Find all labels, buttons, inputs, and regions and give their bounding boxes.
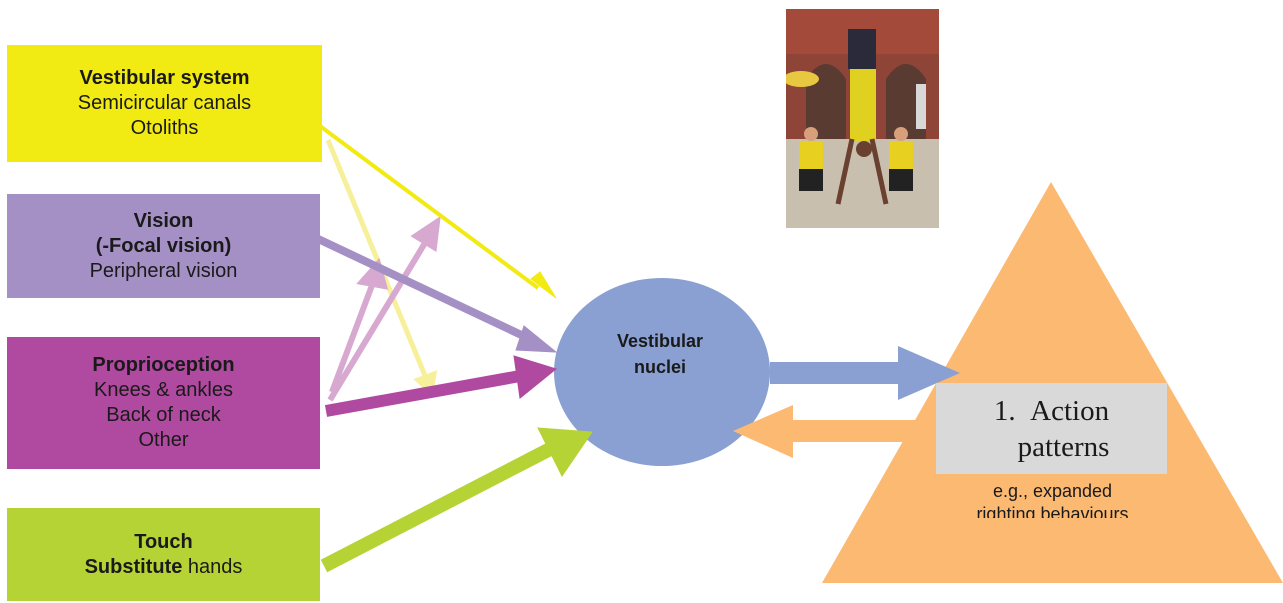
example-line2: righting behaviours [976, 504, 1129, 518]
cross-arrow-vestibular-to-proprioception [325, 139, 438, 397]
arrow-vestibular [318, 124, 557, 299]
arrow-proprioception [324, 355, 558, 417]
vision-title2: (-Focal vision) [95, 234, 232, 257]
proprioception-box: Proprioception Knees & ankles Back of ne… [7, 337, 320, 469]
example-line1: e.g., expanded [992, 481, 1113, 501]
touch-line1: Substitute hands [85, 555, 243, 580]
touch-line1-bold: Substitute [84, 555, 183, 578]
proprioception-line3: Other [138, 429, 189, 451]
vestibular-line2: Otoliths [130, 117, 199, 139]
handstand-photo [786, 9, 939, 228]
vestibular-nuclei-label: Vestibular nuclei [590, 328, 730, 380]
vision-line1: Peripheral vision [89, 259, 238, 282]
vestibular-nuclei-ellipse [554, 278, 770, 466]
action-word: Action [1030, 395, 1110, 427]
cross-arrow-proprioception-to-vision [327, 215, 441, 402]
vision-title: Vision [133, 209, 194, 232]
vestibular-title: Vestibular system [79, 67, 250, 89]
arrow-vision [312, 233, 558, 353]
action-triangle [822, 182, 1283, 583]
vestibular-line1: Semicircular canals [77, 92, 252, 114]
touch-line1-rest: hands [182, 555, 243, 578]
proprioception-line1: Knees & ankles [94, 379, 233, 401]
action-line1: 1. Action [936, 393, 1167, 429]
arrow-touch [320, 427, 593, 573]
arrow-output [770, 346, 960, 400]
nuclei-line1: Vestibular [616, 331, 704, 351]
vision-box: Vision (-Focal vision) Peripheral vision [7, 194, 320, 298]
touch-box: Touch Substitute hands [7, 508, 320, 601]
arrow-feedback [733, 405, 925, 458]
touch-title: Touch [134, 530, 193, 553]
action-number: 1. [993, 395, 1016, 427]
nuclei-line2: nuclei [633, 357, 686, 377]
action-patterns-box: 1. Action patterns [936, 383, 1167, 474]
action-line2: patterns [1017, 431, 1110, 463]
proprioception-title: Proprioception [92, 354, 235, 376]
example-text: e.g., expanded righting behaviours [910, 480, 1195, 518]
vestibular-system-box: Vestibular system Semicircular canals Ot… [7, 45, 322, 162]
proprioception-line2: Back of neck [106, 404, 221, 426]
